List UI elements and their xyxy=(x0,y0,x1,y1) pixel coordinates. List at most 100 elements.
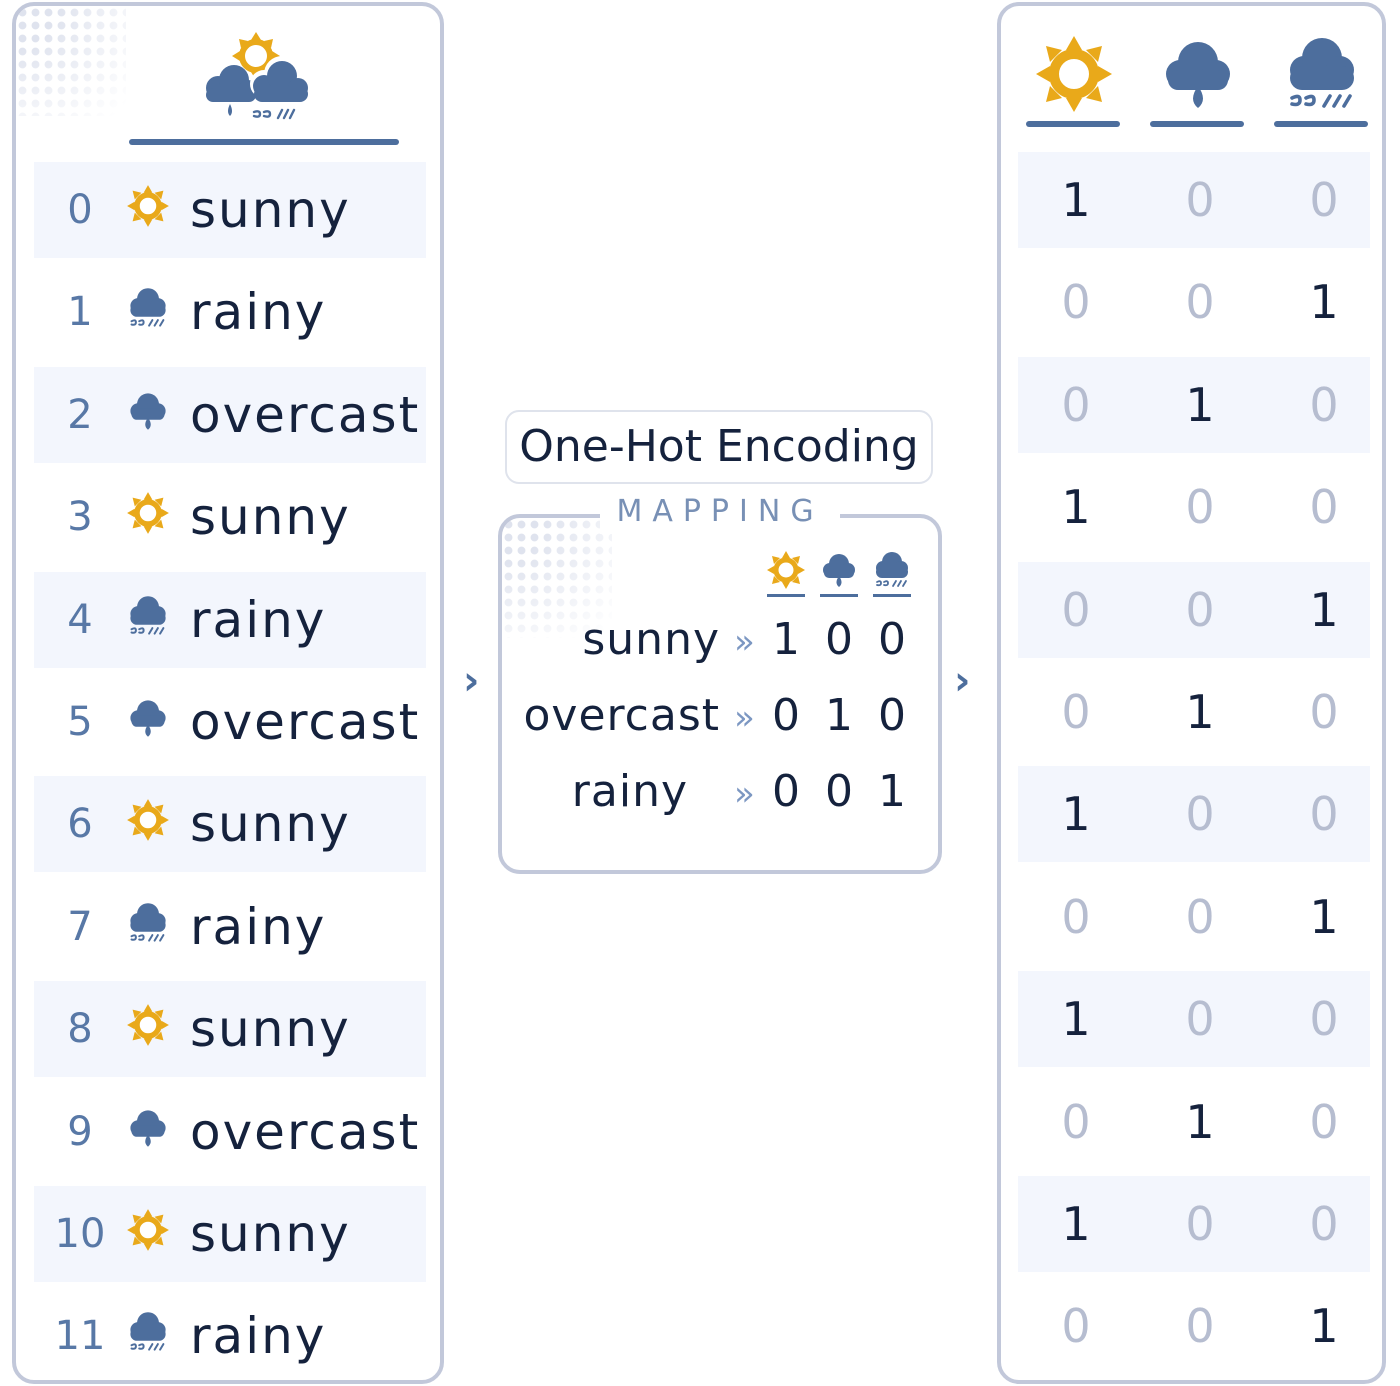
encoded-cell: 1 xyxy=(1309,582,1339,637)
rain-cloud-icon xyxy=(126,594,170,638)
row-label: rainy xyxy=(190,283,327,342)
encoded-row: 0 0 1 xyxy=(1018,254,1370,350)
input-row: 5 overcast xyxy=(34,674,426,770)
row-label: overcast xyxy=(190,693,421,751)
row-index: 8 xyxy=(67,1006,93,1053)
mapping-header-underline xyxy=(767,594,805,597)
column-header-underline xyxy=(1026,121,1120,127)
encoded-row: 1 0 0 xyxy=(1018,152,1370,248)
encoded-cell: 0 xyxy=(1185,1197,1215,1251)
row-label: overcast xyxy=(190,1102,421,1161)
input-row: 0 sunny xyxy=(34,162,426,258)
mapping-bit: 1 xyxy=(825,690,853,741)
encoded-row: 0 1 0 xyxy=(1018,1074,1370,1170)
mapping-chevron: » xyxy=(734,622,755,662)
encoded-cell: 1 xyxy=(1185,1094,1215,1149)
mapping-label: MAPPING xyxy=(600,490,840,534)
mapping-bit: 0 xyxy=(772,690,800,741)
encoded-cell: 0 xyxy=(1061,377,1091,432)
input-row: 1 rainy xyxy=(34,264,426,360)
mapping-bit: 0 xyxy=(878,614,906,665)
row-label: sunny xyxy=(190,1205,351,1263)
row-label: rainy xyxy=(190,897,327,956)
mapping-category-label: rainy xyxy=(571,766,688,817)
mapping-bit: 0 xyxy=(772,766,800,817)
encoded-cell: 0 xyxy=(1309,992,1339,1047)
row-index: 2 xyxy=(67,391,93,438)
encoded-cell: 0 xyxy=(1061,582,1091,637)
encoded-cell: 0 xyxy=(1309,787,1339,842)
row-label: sunny xyxy=(190,181,351,239)
diagram-title: One-Hot Encoding xyxy=(505,410,933,484)
rain-cloud-icon xyxy=(126,286,170,330)
arrow-to-output: › xyxy=(954,658,971,704)
row-index: 3 xyxy=(67,494,93,541)
encoded-cell: 1 xyxy=(1061,173,1091,227)
encoded-cell: 1 xyxy=(1061,480,1091,535)
row-index: 6 xyxy=(67,801,93,848)
input-row: 8 sunny xyxy=(34,981,426,1078)
weather-mix-icon xyxy=(206,32,311,120)
rain-cloud-icon xyxy=(1282,34,1362,118)
encoded-cell: 1 xyxy=(1061,992,1091,1047)
encoded-cell: 0 xyxy=(1061,275,1091,330)
encoded-cell: 0 xyxy=(1309,1197,1339,1251)
mapping-category-label: overcast xyxy=(523,690,720,741)
encoded-cell: 0 xyxy=(1185,480,1215,535)
sun-icon xyxy=(126,1003,170,1047)
input-row: 7 rainy xyxy=(34,879,426,975)
column-header-underline xyxy=(1274,121,1368,127)
encoded-cell: 1 xyxy=(1061,787,1091,842)
encoded-cell: 0 xyxy=(1061,1299,1091,1354)
encoded-cell: 0 xyxy=(1309,1094,1339,1149)
encoded-cell: 0 xyxy=(1185,889,1215,944)
column-header-underline xyxy=(1150,121,1244,127)
row-index: 9 xyxy=(67,1108,93,1155)
mapping-category-label: sunny xyxy=(582,614,720,665)
cloud-drop-icon xyxy=(1158,34,1238,118)
input-row: 3 sunny xyxy=(34,469,426,565)
encoded-cell: 0 xyxy=(1185,275,1215,330)
arrow-to-mapping: › xyxy=(463,658,480,704)
cloud-drop-icon xyxy=(819,550,859,590)
encoded-row: 0 1 0 xyxy=(1018,356,1370,453)
encoded-cell: 0 xyxy=(1309,377,1339,432)
row-index: 10 xyxy=(54,1211,106,1257)
input-row: 6 sunny xyxy=(34,776,426,873)
input-row: 11 rainy xyxy=(34,1288,426,1384)
row-index: 1 xyxy=(67,289,93,336)
sun-icon xyxy=(126,798,170,842)
encoded-cell: 0 xyxy=(1309,685,1339,739)
mapping-header-underline xyxy=(820,594,858,597)
encoded-cell: 0 xyxy=(1309,173,1339,227)
sun-icon xyxy=(1034,34,1114,118)
row-index: 11 xyxy=(54,1313,106,1360)
encoded-cell: 1 xyxy=(1309,275,1339,330)
encoded-cell: 0 xyxy=(1185,173,1215,227)
mapping-chevron: » xyxy=(734,774,755,814)
mapping-bit: 1 xyxy=(878,766,906,817)
encoded-cell: 0 xyxy=(1185,1299,1215,1354)
row-label: overcast xyxy=(190,385,421,444)
input-row: 2 overcast xyxy=(34,366,426,463)
row-index: 7 xyxy=(67,903,93,950)
encoded-cell: 1 xyxy=(1185,377,1215,432)
dot-pattern-decoration xyxy=(16,6,126,116)
row-label: sunny xyxy=(190,488,351,547)
input-row: 10 sunny xyxy=(34,1186,426,1282)
encoded-cell: 1 xyxy=(1185,685,1215,739)
cloud-drop-icon xyxy=(126,389,170,433)
encoded-cell: 0 xyxy=(1061,889,1091,944)
cloud-drop-icon xyxy=(126,1106,170,1150)
sun-icon xyxy=(766,550,806,590)
mapping-bit: 0 xyxy=(878,690,906,741)
encoded-cell: 0 xyxy=(1061,1094,1091,1149)
input-header-underline xyxy=(129,139,399,145)
